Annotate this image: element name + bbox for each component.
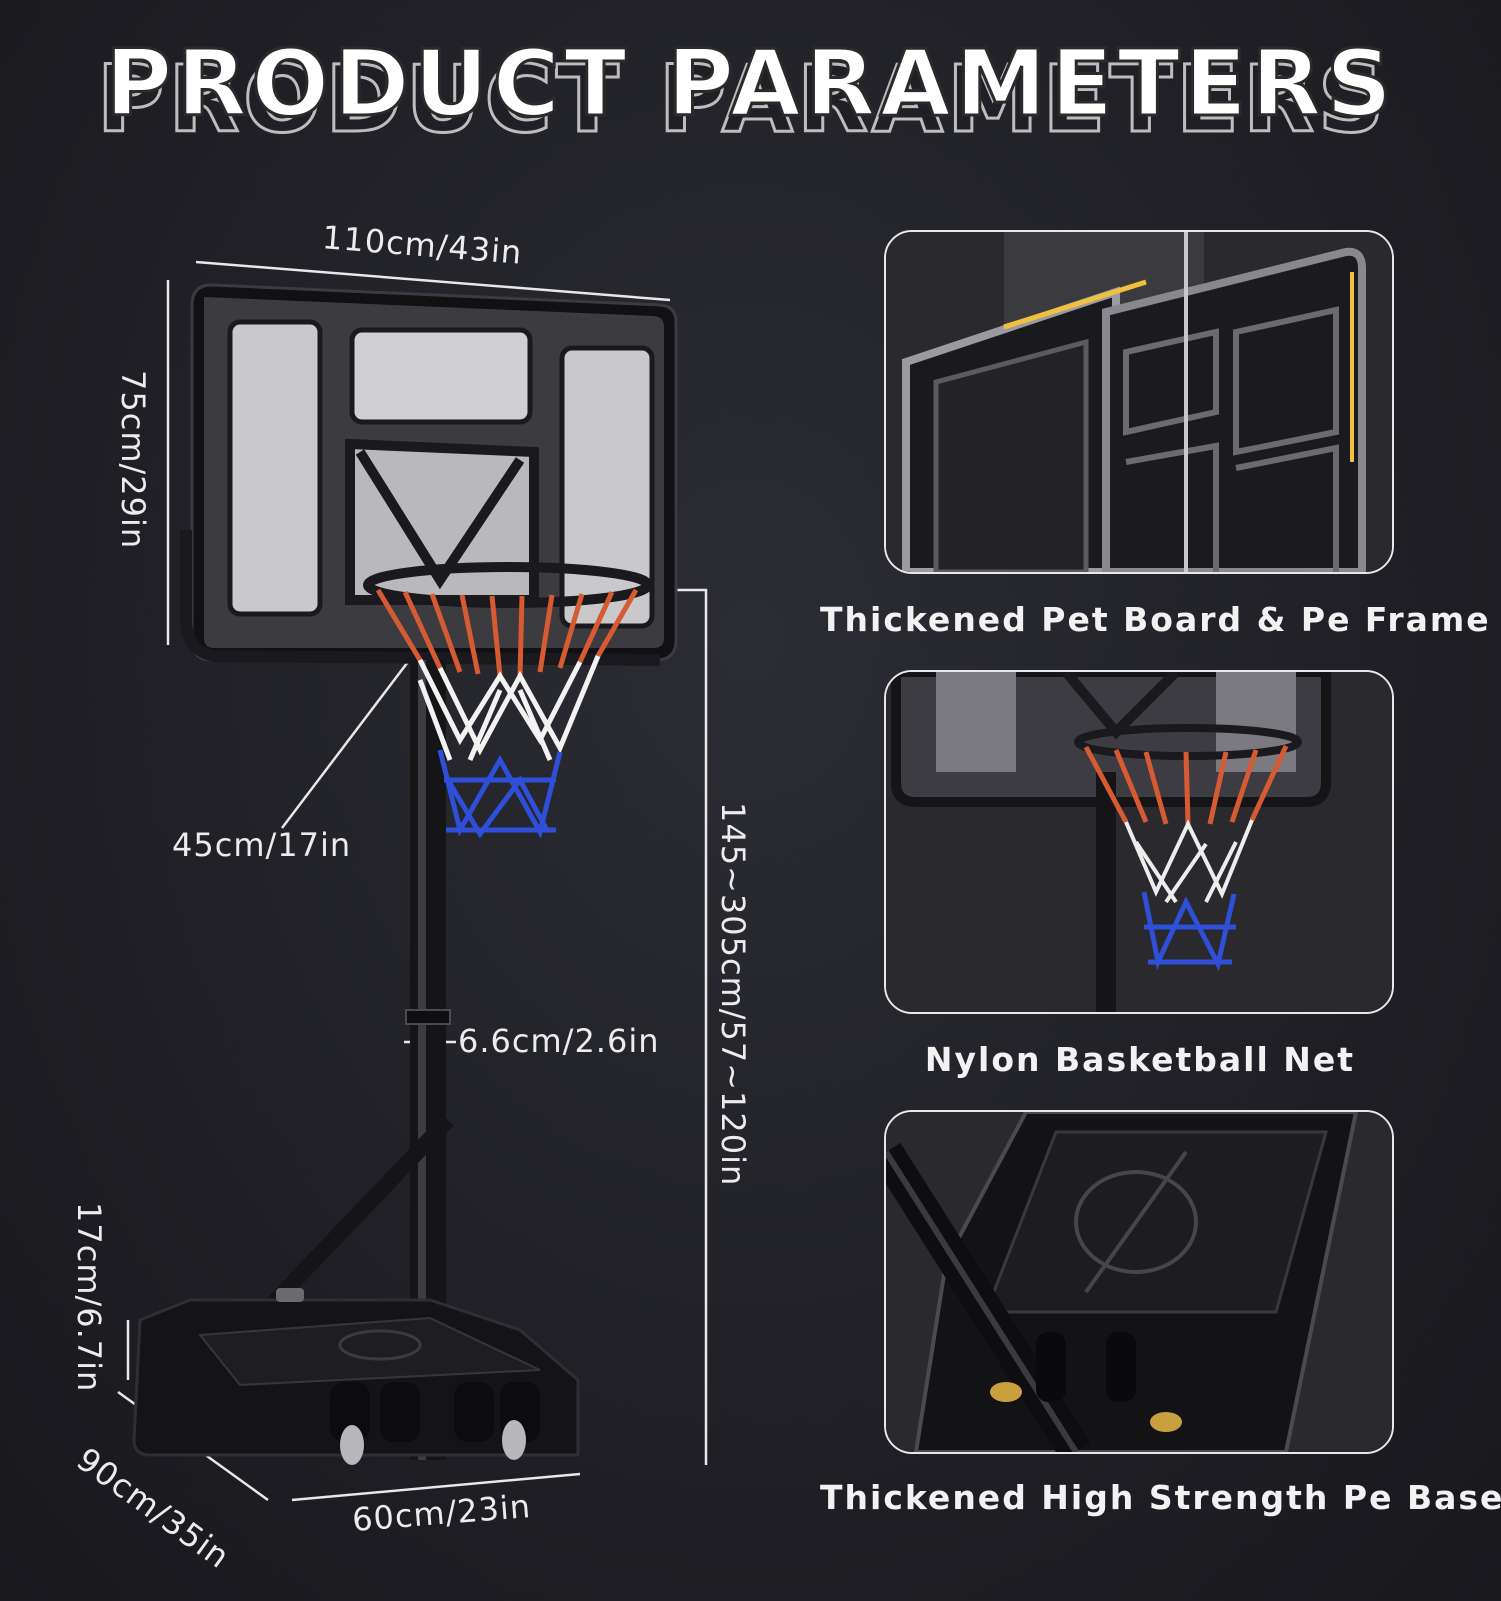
feature-caption-net: Nylon Basketball Net — [924, 1040, 1356, 1079]
title-text: PRODUCT PARAMETERS — [103, 29, 1397, 139]
board-height-label: 75cm/29in — [114, 370, 152, 550]
feature-caption-base: Thickened High Strength Pe Base — [820, 1478, 1501, 1517]
basketball-hoop-illustration — [117, 260, 708, 1502]
feature-panel-base — [884, 1110, 1394, 1454]
feature-panel-board — [884, 230, 1394, 574]
title-shadow: PRODUCT PARAMETERS — [95, 45, 1389, 155]
feature-caption-board: Thickened Pet Board & Pe Frame — [820, 600, 1491, 639]
height-range-label: 145~305cm/57~120in — [714, 802, 752, 1187]
net-closeup-image — [886, 672, 1392, 1012]
pole-diameter-label: 6.6cm/2.6in — [458, 1022, 660, 1060]
base-height-label: 17cm/6.7in — [70, 1202, 108, 1393]
rim-diameter-label: 45cm/17in — [172, 826, 352, 864]
backboard-closeup-image — [886, 232, 1392, 572]
feature-panel-net — [884, 670, 1394, 1014]
base-closeup-image — [886, 1112, 1392, 1452]
page-title: PRODUCT PARAMETERS PRODUCT PARAMETERS — [0, 29, 1501, 155]
